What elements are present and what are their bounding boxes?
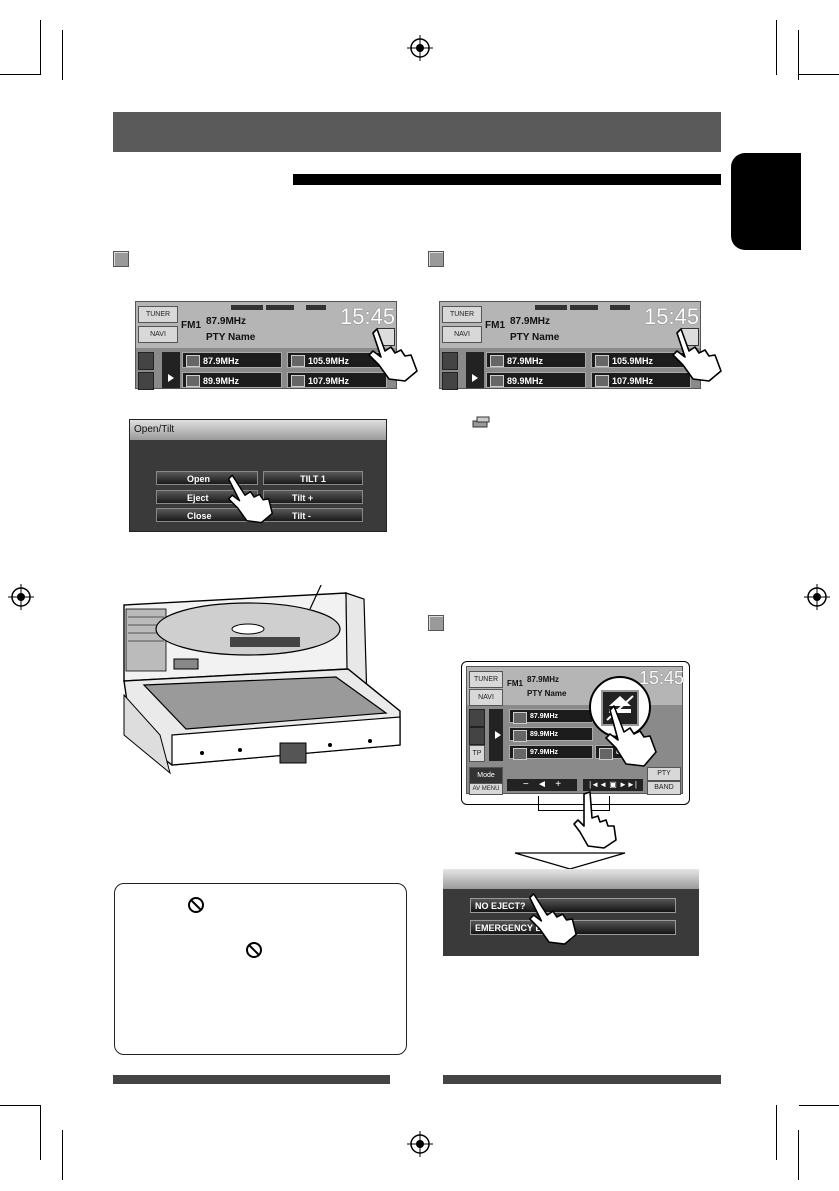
equalizer-button[interactable] <box>138 372 154 390</box>
prohibited-icon <box>188 897 204 913</box>
footer-bar <box>443 1075 721 1084</box>
frequency-label: 87.9MHz <box>206 316 247 327</box>
tilt-icon <box>472 416 490 428</box>
navi-button[interactable]: NAVI <box>442 326 482 343</box>
no-eject-button[interactable]: NO EJECT? <box>470 898 676 913</box>
tuner-button[interactable]: TUNER <box>469 671 503 688</box>
voice-button[interactable] <box>469 709 485 727</box>
pointing-hand-icon <box>529 893 577 945</box>
dialog-title: Open/Tilt <box>130 420 386 440</box>
eject-icon <box>601 690 639 726</box>
preset-button[interactable]: 97.9MHz <box>509 745 593 760</box>
magnifier-callout <box>589 676 651 738</box>
pty-label: PTY Name <box>527 689 567 698</box>
registration-mark-icon <box>8 584 34 610</box>
clock: 15:45 <box>639 668 685 688</box>
preset-button[interactable]: 89.9MHz <box>486 372 586 388</box>
band-label: FM1 <box>507 679 523 688</box>
pointing-hand-icon <box>227 474 273 524</box>
play-icon[interactable] <box>466 352 484 388</box>
mode-button[interactable]: Mode <box>469 767 503 784</box>
frequency-label: 87.9MHz <box>510 316 551 327</box>
tp-button[interactable]: TP <box>469 745 485 762</box>
pointing-hand-icon <box>672 328 722 382</box>
step-marker <box>113 251 129 267</box>
navi-button[interactable]: NAVI <box>469 689 503 706</box>
footer-bar <box>113 1075 390 1084</box>
tuner-screen-right: TUNER NAVI FM1 87.9MHz PTY Name 15:45 87… <box>439 301 701 390</box>
prohibited-icon <box>246 942 262 958</box>
preset-button[interactable]: 89.9MHz <box>509 727 593 742</box>
pointing-hand-icon <box>605 705 657 767</box>
preset-button[interactable]: 87.9MHz <box>182 352 282 368</box>
seek-controls[interactable]: |◄◄ ▣ ►►| <box>583 779 643 791</box>
step-marker <box>428 251 444 267</box>
title-rule <box>293 174 721 185</box>
av-menu-button[interactable]: AV MENU <box>469 783 503 795</box>
language-tab <box>731 153 801 250</box>
registration-mark-icon <box>407 35 433 61</box>
tuner-screen-left: TUNER NAVI FM1 87.9MHz PTY Name 15:45 87… <box>135 301 397 390</box>
equalizer-button[interactable] <box>442 372 458 390</box>
tilt-1-button[interactable]: TILT 1 <box>263 471 363 485</box>
navi-button[interactable]: NAVI <box>138 326 178 343</box>
pointing-hand-icon <box>368 328 418 382</box>
equalizer-button[interactable] <box>469 727 485 745</box>
tilt-plus-button[interactable]: Tilt + <box>263 490 363 504</box>
tuner-button[interactable]: TUNER <box>138 306 178 323</box>
preset-button[interactable]: 87.9MHz <box>486 352 586 368</box>
step-marker <box>428 615 444 631</box>
note-box <box>114 883 407 1055</box>
close-button[interactable]: Close <box>156 508 258 522</box>
preset-button[interactable]: 89.9MHz <box>182 372 282 388</box>
open-tilt-dialog: Open/Tilt Open Eject Close TILT 1 Tilt +… <box>129 419 387 532</box>
section-header-bar <box>113 112 721 152</box>
band-label: FM1 <box>181 320 201 331</box>
tilt-minus-button[interactable]: Tilt - <box>263 508 363 522</box>
registration-mark-icon <box>804 584 830 610</box>
band-button[interactable]: BAND <box>647 781 681 795</box>
preset-button[interactable]: 105.9MHz <box>287 352 387 368</box>
clock: 15:45 <box>644 304 700 329</box>
frequency-label: 87.9MHz <box>527 675 560 684</box>
voice-button[interactable] <box>138 352 154 370</box>
clock: 15:45 <box>340 304 396 329</box>
unit-open-illustration <box>123 585 401 775</box>
registration-mark-icon <box>407 1131 433 1157</box>
tuner-button[interactable]: TUNER <box>442 306 482 323</box>
pty-label: PTY Name <box>510 332 560 343</box>
preset-button[interactable]: 87.9MHz <box>509 709 593 724</box>
voice-button[interactable] <box>442 352 458 370</box>
pointing-hand-icon <box>573 791 617 849</box>
volume-control[interactable]: − ◄ + <box>507 779 577 791</box>
arrow-down-icon <box>514 852 626 870</box>
play-icon[interactable] <box>162 352 180 388</box>
pty-button[interactable]: PTY <box>647 767 681 781</box>
preset-button[interactable]: 107.9MHz <box>287 372 387 388</box>
pty-label: PTY Name <box>206 332 256 343</box>
band-label: FM1 <box>485 320 505 331</box>
reset-button-area <box>538 796 610 811</box>
preset-button[interactable]: 107.9MHz <box>591 372 691 388</box>
